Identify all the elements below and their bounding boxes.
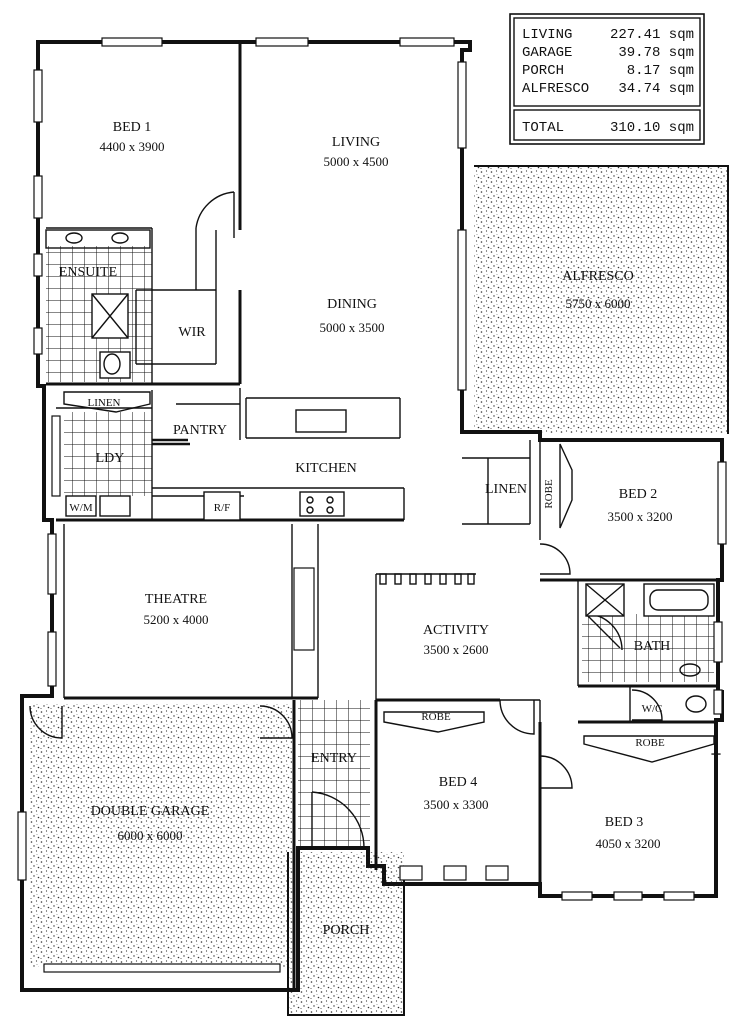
room-dim-bed1: 4400 x 3900: [100, 139, 165, 154]
room-name-porch: PORCH: [323, 923, 370, 938]
area-row-value: 8.17 sqm: [627, 63, 694, 79]
garage-floor: [30, 703, 292, 967]
room-name-dining: DINING: [327, 297, 377, 312]
room-name-bed4: BED 4: [439, 775, 478, 790]
room-name-kitchen: KITCHEN: [295, 461, 356, 476]
room-dim-bed4: 3500 x 3300: [424, 797, 489, 812]
area-row-label: LIVING: [522, 27, 572, 43]
room-name-rf: R/F: [214, 502, 231, 514]
alfresco-outline: [474, 165, 729, 434]
room-name-entry: ENTRY: [311, 751, 357, 766]
room-name-activity: ACTIVITY: [423, 623, 489, 638]
room-dim-alfresco: 5750 x 6000: [566, 296, 631, 311]
alfresco-floor: [474, 167, 728, 433]
room-name-bed2: BED 2: [619, 487, 658, 502]
bath-tiles: [582, 614, 714, 682]
room-dim-garage: 6000 x 6000: [118, 828, 183, 843]
room-dim-dining: 5000 x 3500: [320, 320, 385, 335]
activity-bulkhead: [376, 573, 476, 585]
area-total-label: TOTAL: [522, 120, 564, 136]
area-row-label: ALFRESCO: [522, 81, 589, 97]
room-name-robe-bed3: ROBE: [635, 737, 665, 749]
room-name-wm: W/M: [69, 502, 92, 514]
room-dim-bed3: 4050 x 3200: [596, 836, 661, 851]
room-name-theatre: THEATRE: [145, 592, 207, 607]
area-row-label: GARAGE: [522, 45, 572, 61]
room-name-alfresco: ALFRESCO: [562, 269, 634, 284]
room-dim-living: 5000 x 4500: [324, 154, 389, 169]
area-table: LIVING 227.41 sqm GARAGE 39.78 sqm PORCH…: [509, 13, 705, 145]
windows: [17, 37, 727, 973]
room-name-bed3: BED 3: [605, 815, 644, 830]
room-labels: BED 1 4400 x 3900 LIVING 5000 x 4500 ALF…: [59, 120, 673, 938]
area-row-value: 34.74 sqm: [618, 81, 694, 97]
room-name-robe-bed4: ROBE: [421, 711, 451, 723]
area-row-label: PORCH: [522, 63, 564, 79]
laundry-tiles: [64, 412, 152, 496]
fixtures: [45, 229, 715, 713]
room-name-linen-laundry: LINEN: [88, 397, 121, 409]
room-name-linen-bed2: LINEN: [485, 482, 527, 497]
room-dim-bed2: 3500 x 3200: [608, 509, 673, 524]
area-row-value: 227.41 sqm: [610, 27, 694, 43]
area-row-value: 39.78 sqm: [618, 45, 694, 61]
room-name-ensuite: ENSUITE: [59, 265, 117, 280]
room-name-garage: DOUBLE GARAGE: [91, 804, 210, 819]
room-name-wir: WIR: [178, 325, 206, 340]
room-name-bath: BATH: [634, 639, 671, 654]
porch-outline: [287, 852, 405, 1016]
room-name-pantry: PANTRY: [173, 423, 227, 438]
room-name-living: LIVING: [332, 135, 380, 150]
room-dim-theatre: 5200 x 4000: [144, 612, 209, 627]
room-name-ldy: LDY: [96, 451, 125, 466]
doors: [29, 191, 663, 849]
room-name-bed1: BED 1: [113, 120, 152, 135]
room-name-robe-bed2: ROBE: [543, 479, 555, 509]
room-dim-activity: 3500 x 2600: [424, 642, 489, 657]
room-name-wc: W/C: [642, 703, 663, 715]
area-total-value: 310.10 sqm: [610, 120, 694, 136]
robes: [63, 391, 715, 763]
